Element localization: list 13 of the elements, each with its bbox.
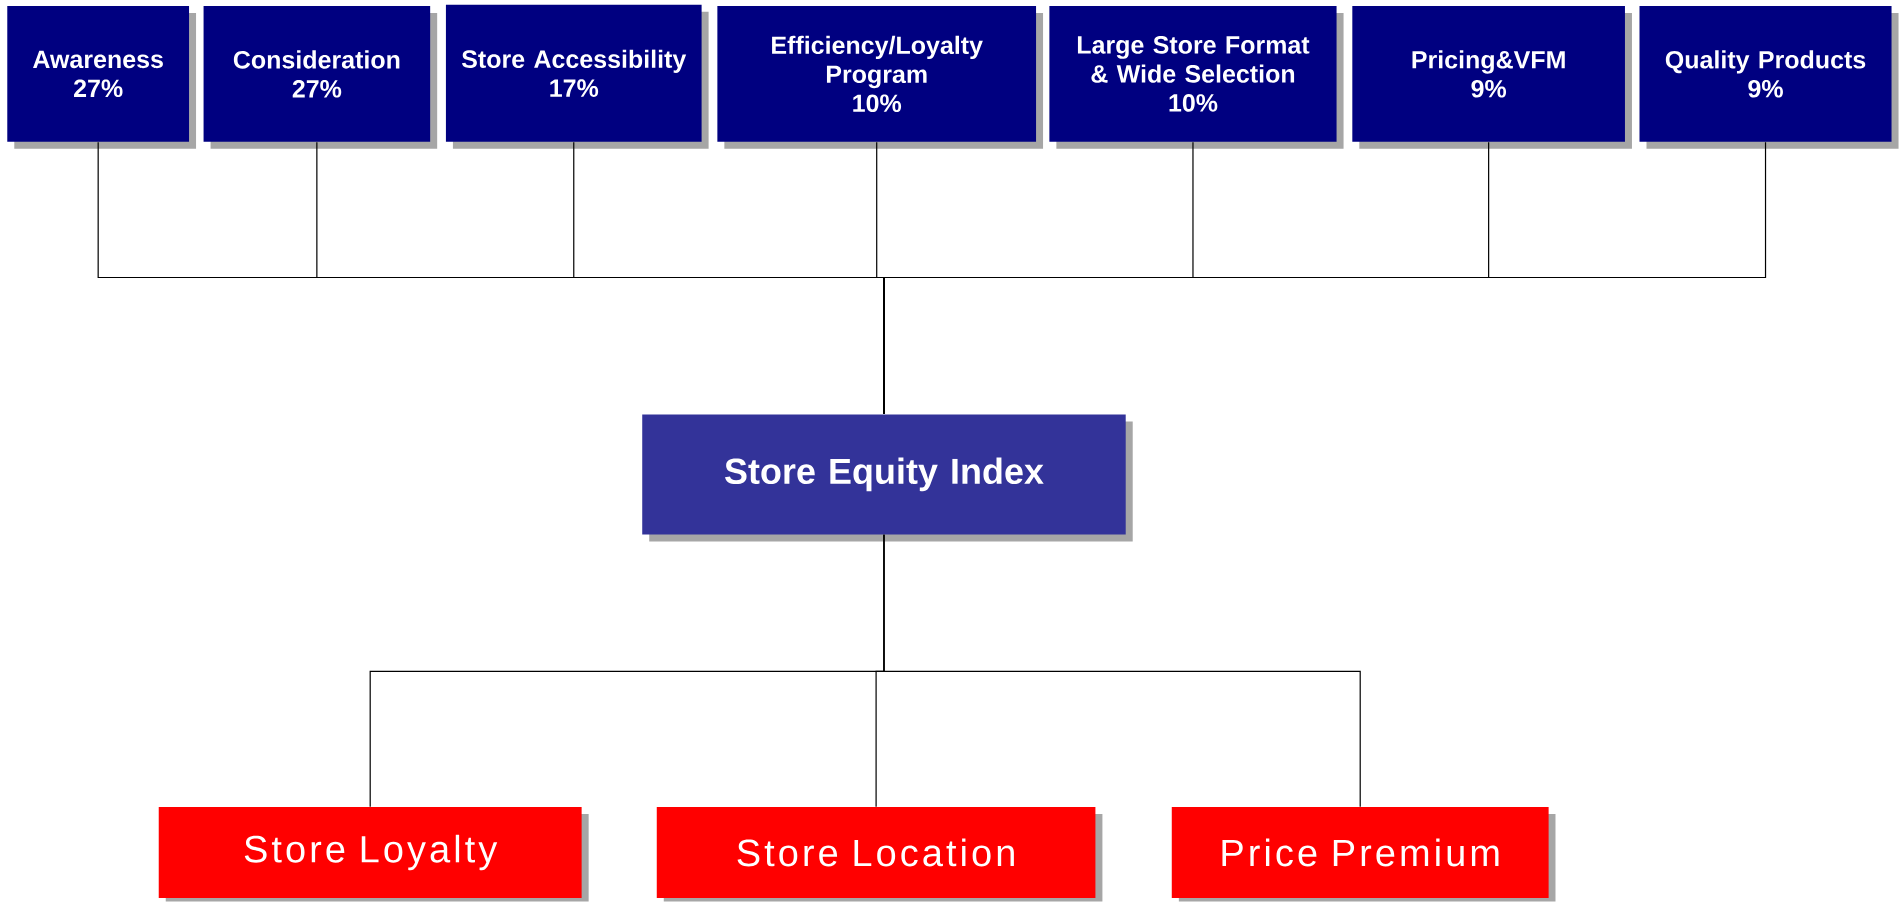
connector-line [883,141,1767,415]
process-box: Large Store Format & Wide Selection 10% [1049,6,1344,149]
outcome-box: Price Premium [1171,807,1556,902]
outcome-box: Store Location [656,807,1103,902]
process-box: Quality Products 9% [1639,6,1899,149]
process-box: Awareness 27% [7,6,197,149]
process-box: Efficiency/Loyalty Program 10% [717,6,1044,149]
index-box: Store Equity Index [642,414,1133,542]
process-box: Consideration 27% [203,6,438,149]
process-box: Store Accessibility 17% [445,5,709,149]
connector-line [883,534,1361,808]
outcome-box: Store Loyalty [158,807,589,902]
process-box: Pricing&VFM 9% [1352,6,1632,149]
